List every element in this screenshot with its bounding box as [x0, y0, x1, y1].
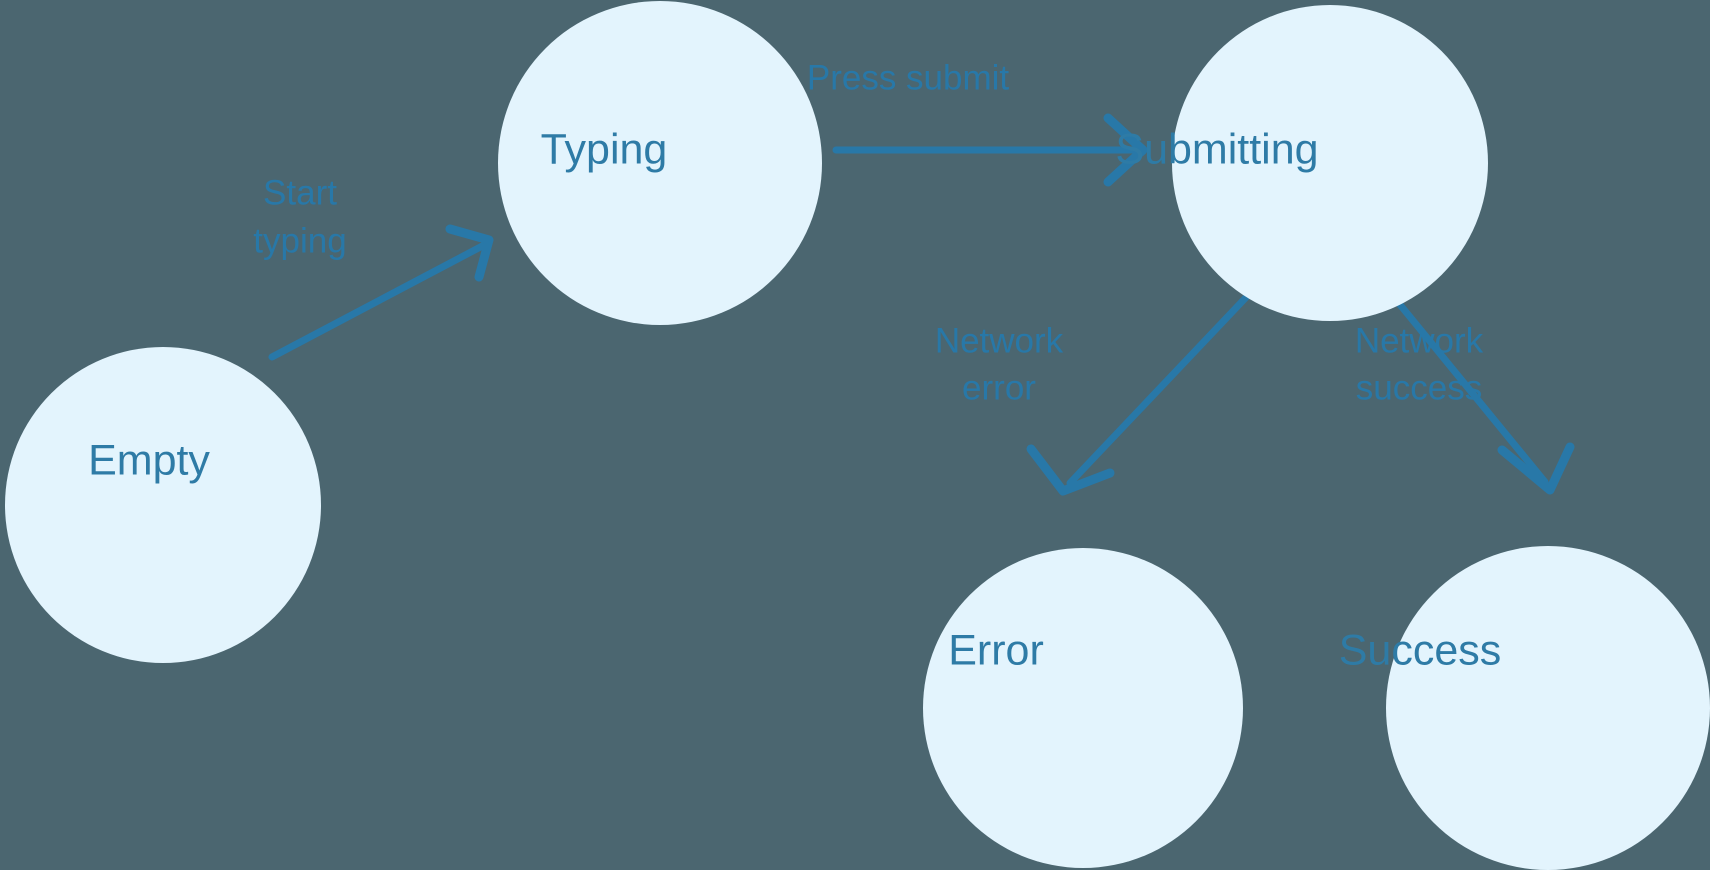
node-typing-label: Typing: [541, 125, 668, 173]
edge-submitting-to-error-line: [1066, 286, 1257, 487]
edge-empty-to-typing-line: [268, 239, 492, 361]
node-typing[interactable]: Typing: [498, 1, 822, 325]
edge-typing-to-submitting-arrowhead: [1103, 113, 1148, 187]
edge-submitting-to-success-label-line-2: success: [1356, 368, 1482, 407]
edge-submitting-to-error-label-line-2: error: [962, 368, 1036, 407]
edge-submitting-to-success-label-line-1: Network: [1355, 321, 1484, 360]
edge-submitting-to-success-line: [1384, 286, 1549, 486]
edge-submitting-to-success[interactable]: Network success: [1355, 286, 1575, 495]
edge-typing-to-submitting-label: Press submit: [807, 58, 1010, 97]
edge-typing-to-submitting[interactable]: Press submit: [807, 58, 1148, 187]
node-error-circle: [923, 548, 1243, 868]
edge-empty-to-typing[interactable]: Start typing: [253, 173, 494, 361]
node-typing-circle: [498, 1, 822, 325]
edge-submitting-to-success-arrowhead: [1497, 442, 1575, 495]
edge-empty-to-typing-arrowhead: [445, 224, 494, 282]
node-submitting-label: Submitting: [1115, 125, 1318, 173]
node-error-label: Error: [948, 626, 1044, 674]
node-empty-label: Empty: [88, 436, 210, 484]
node-success-circle: [1386, 546, 1710, 870]
edge-empty-to-typing-label-line-1: Start: [263, 173, 337, 212]
edge-submitting-to-error-label-line-1: Network: [935, 321, 1064, 360]
node-submitting[interactable]: Submitting: [1115, 5, 1488, 321]
node-error[interactable]: Error: [923, 548, 1243, 868]
edge-submitting-to-error[interactable]: Network error: [935, 286, 1257, 496]
edge-empty-to-typing-label-line-2: typing: [253, 221, 346, 260]
node-empty[interactable]: Empty: [5, 347, 321, 663]
node-success[interactable]: Success: [1339, 546, 1710, 870]
node-submitting-circle: [1172, 5, 1488, 321]
edge-submitting-to-error-arrowhead: [1026, 444, 1115, 496]
node-empty-circle: [5, 347, 321, 663]
node-success-label: Success: [1339, 626, 1502, 674]
